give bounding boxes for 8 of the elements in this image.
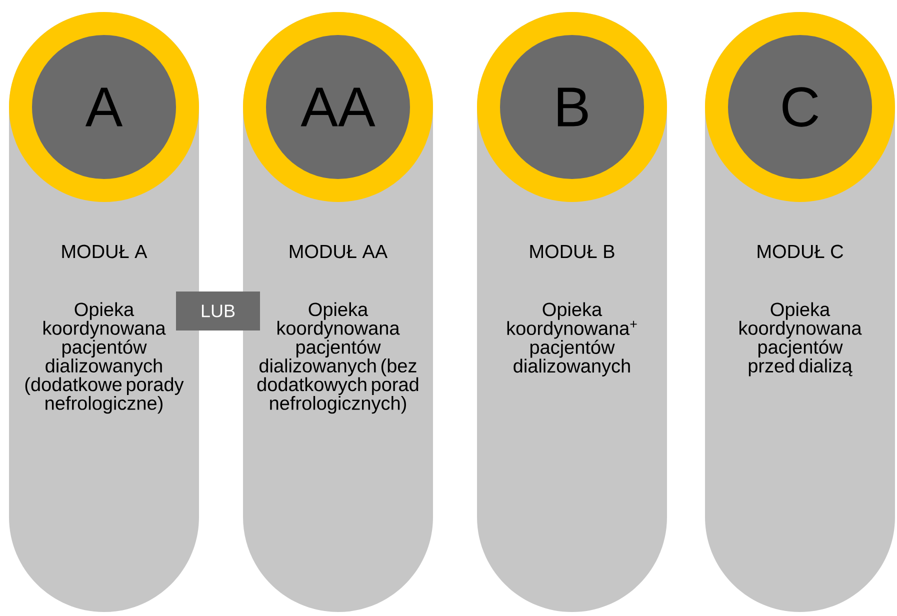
module-heading: MODUŁ C	[758, 244, 844, 258]
description-text: Opieka koordynowana$^{+}$ pacjentów dializowanych	[507, 302, 637, 376]
module-heading: MODUŁ A	[62, 244, 148, 258]
description-text: Opieka koordynowana pacjentów dializowanych (bez dodatkowych porad nefrologicznych)	[257, 302, 418, 414]
description-text: Opieka koordynowana pacjentów przed dializą	[740, 302, 862, 376]
module-heading: MODUŁ B	[530, 244, 614, 258]
module-heading: MODUŁ AA	[290, 244, 388, 258]
or-tag: LUB	[176, 292, 260, 330]
